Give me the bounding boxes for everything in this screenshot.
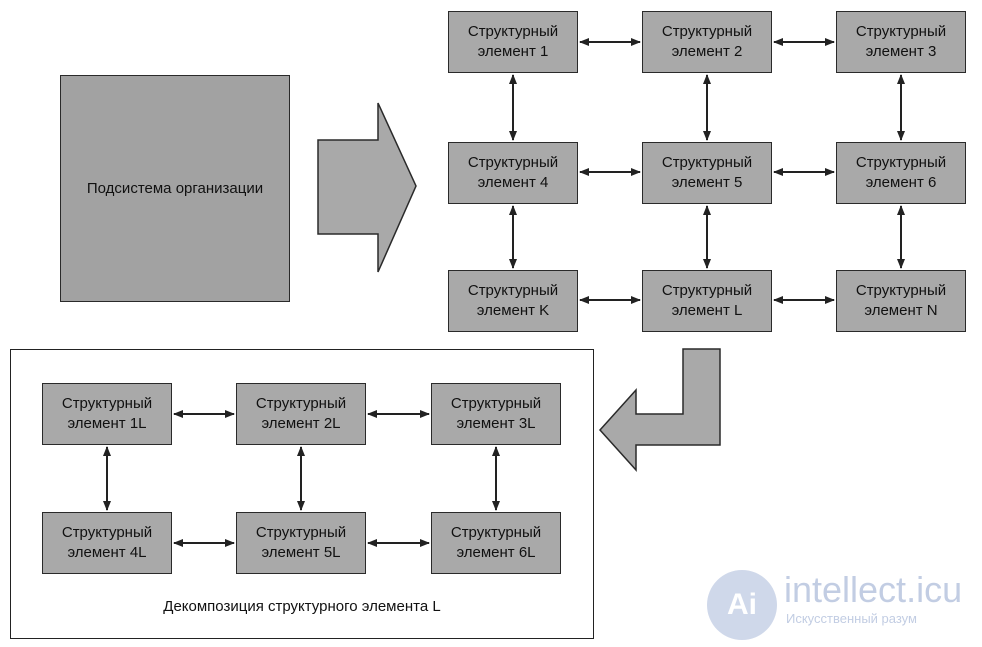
transform-block-arrow bbox=[317, 102, 417, 273]
element-label-line1: Структурный bbox=[855, 23, 947, 40]
element-l-box: Структурный элемент L bbox=[642, 270, 772, 332]
element-label-line2: элемент 6 bbox=[865, 174, 937, 191]
element-label-line1: Структурный bbox=[855, 154, 947, 171]
decomposition-frame bbox=[10, 349, 594, 639]
element-label-line2: элемент K bbox=[476, 302, 550, 319]
element-label-line2: элемент 3L bbox=[456, 415, 536, 432]
element-label-line2: элемент 3 bbox=[865, 43, 937, 60]
element-label-line2: элемент 1L bbox=[67, 415, 147, 432]
element-label-line1: Структурный bbox=[467, 154, 559, 171]
watermark-logo: Ai bbox=[707, 570, 777, 640]
element-label-line1: Структурный bbox=[661, 154, 753, 171]
element-label-line1: Структурный bbox=[467, 282, 559, 299]
element-label-line2: элемент 1 bbox=[477, 43, 549, 60]
watermark-name: intellect.icu bbox=[784, 569, 963, 610]
decomposition-caption: Декомпозиция структурного элемента L bbox=[163, 598, 441, 615]
element-label-line2: элемент 2 bbox=[671, 43, 743, 60]
element-3l-box: Структурный элемент 3L bbox=[431, 383, 561, 445]
element-n-box: Структурный элемент N bbox=[836, 270, 966, 332]
element-label-line1: Структурный bbox=[450, 524, 542, 541]
element-2-box: Структурный элемент 2 bbox=[642, 11, 772, 73]
element-5-box: Структурный элемент 5 bbox=[642, 142, 772, 204]
element-6l-box: Структурный элемент 6L bbox=[431, 512, 561, 574]
subsystem-label-line2: организации bbox=[175, 180, 264, 197]
element-label-line1: Структурный bbox=[61, 395, 153, 412]
element-label-line2: элемент N bbox=[864, 302, 938, 319]
element-k-box: Структурный элемент K bbox=[448, 270, 578, 332]
element-label-line2: элемент 5L bbox=[261, 544, 341, 561]
subsystem-box: Подсистема организации bbox=[60, 75, 290, 302]
element-4l-box: Структурный элемент 4L bbox=[42, 512, 172, 574]
element-label-line1: Структурный bbox=[450, 395, 542, 412]
element-1l-box: Структурный элемент 1L bbox=[42, 383, 172, 445]
decompose-block-arrow-outline bbox=[598, 348, 721, 472]
element-label-line1: Структурный bbox=[467, 23, 559, 40]
watermark-tagline: Искусственный разум bbox=[786, 611, 917, 626]
element-label-line2: элемент L bbox=[671, 302, 743, 319]
element-label-line1: Структурный bbox=[661, 282, 753, 299]
element-label-line1: Структурный bbox=[255, 524, 347, 541]
element-label-line1: Структурный bbox=[661, 23, 753, 40]
element-label-line2: элемент 2L bbox=[261, 415, 341, 432]
element-label-line2: элемент 6L bbox=[456, 544, 536, 561]
element-label-line1: Структурный bbox=[61, 524, 153, 541]
element-1-box: Структурный элемент 1 bbox=[448, 11, 578, 73]
subsystem-label-line1: Подсистема bbox=[86, 180, 172, 197]
element-6-box: Структурный элемент 6 bbox=[836, 142, 966, 204]
element-label-line1: Структурный bbox=[255, 395, 347, 412]
element-label-line1: Структурный bbox=[855, 282, 947, 299]
element-label-line2: элемент 4L bbox=[67, 544, 147, 561]
element-4-box: Структурный элемент 4 bbox=[448, 142, 578, 204]
element-3-box: Структурный элемент 3 bbox=[836, 11, 966, 73]
element-5l-box: Структурный элемент 5L bbox=[236, 512, 366, 574]
element-2l-box: Структурный элемент 2L bbox=[236, 383, 366, 445]
element-label-line2: элемент 4 bbox=[477, 174, 549, 191]
element-label-line2: элемент 5 bbox=[671, 174, 743, 191]
